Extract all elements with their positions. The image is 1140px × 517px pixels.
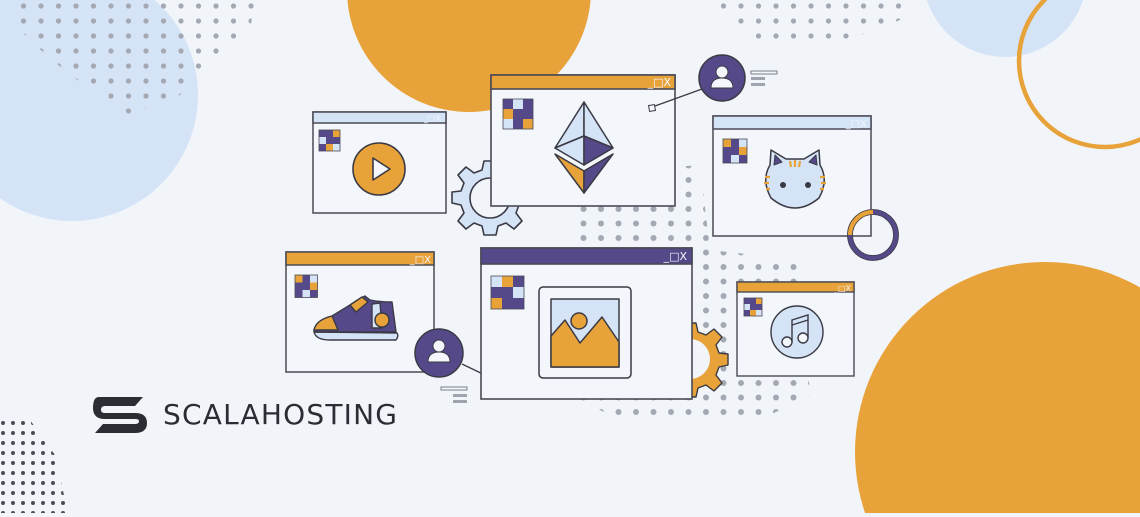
user-avatar-icon [698, 54, 778, 102]
scalahosting-s-logo-icon [93, 397, 147, 433]
window-controls: _□X [423, 114, 442, 123]
window-controls: _□X [647, 76, 672, 89]
image-icon [538, 286, 632, 379]
pixel-grid-icon [490, 275, 525, 310]
music-note-icon [770, 305, 824, 359]
sneaker-window[interactable]: _□X [285, 251, 435, 373]
window-controls: _□X [663, 250, 688, 263]
pixel-grid-icon [502, 98, 534, 130]
user-avatar-icon [414, 328, 494, 403]
play-icon [352, 142, 406, 196]
sneaker-icon [313, 295, 399, 341]
music-window[interactable]: _□X [736, 281, 855, 377]
pixel-grid-icon [722, 138, 748, 164]
light-blue-circle-top-right [926, 0, 1084, 57]
orange-circle-bottom-right [855, 262, 1140, 517]
image-window[interactable]: _□X [480, 247, 693, 400]
window-controls: _□X [833, 284, 852, 293]
cat-window[interactable]: _□X [712, 115, 872, 237]
pixel-grid-icon [318, 129, 341, 152]
video-window[interactable]: _□X [312, 111, 447, 214]
brand-name: SCALAHOSTING [163, 398, 399, 431]
scalahosting-logo[interactable]: SCALAHOSTING [91, 393, 398, 437]
donut-ring-icon [847, 209, 899, 261]
pixel-grid-icon [294, 274, 318, 298]
orange-ring-top-right [1016, 0, 1140, 150]
ethereum-window[interactable]: _□X [490, 74, 703, 207]
window-controls: _□X [409, 255, 431, 266]
ethereum-icon [554, 101, 614, 194]
window-controls: _□X [845, 119, 867, 130]
cat-icon [764, 149, 826, 209]
pixel-grid-icon [743, 297, 763, 317]
